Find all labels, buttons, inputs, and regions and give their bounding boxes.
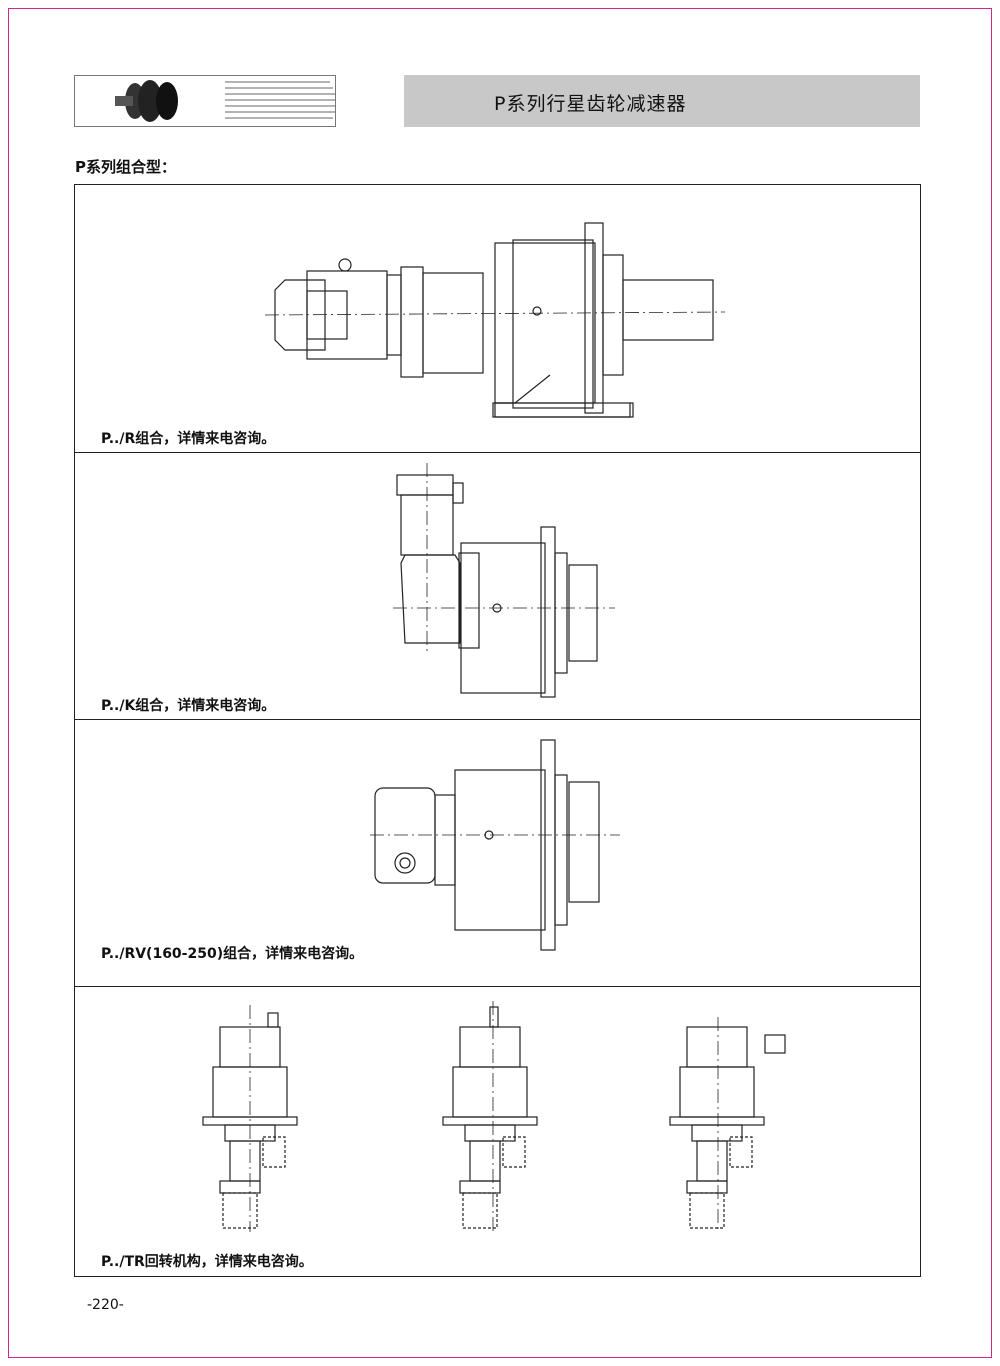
panel-caption: P../K组合，详情来电咨询。 <box>101 698 276 714</box>
panel-caption: P../TR回转机构，详情来电咨询。 <box>101 1254 313 1270</box>
panel-p-rv: P../RV(160-250)组合，详情来电咨询。 <box>75 720 920 987</box>
p-tr-drawing <box>202 1001 786 1232</box>
section-title: P系列组合型： <box>75 158 176 176</box>
planetary-gearbox-photo-icon <box>115 80 335 122</box>
panel-p-tr: P../TR回转机构，详情来电咨询。 <box>75 987 920 1276</box>
header-band <box>404 75 920 127</box>
p-k-drawing <box>393 463 615 698</box>
panel-caption: P../R组合，详情来电咨询。 <box>101 431 276 447</box>
page-header: P系列行星齿轮减速器 <box>74 75 920 127</box>
panel-p-k: P../K组合，详情来电咨询。 <box>75 453 920 720</box>
header-logo-panel <box>74 75 336 127</box>
panel-p-r: P../R组合，详情来电咨询。 <box>75 185 920 453</box>
page-title: P系列行星齿轮减速器 <box>494 93 687 115</box>
p-rv-drawing <box>370 739 620 951</box>
combination-table: P../R组合，详情来电咨询。 P../K组合，详情来电咨询。 <box>74 184 921 1277</box>
page-border <box>8 8 992 1358</box>
panel-caption: P../RV(160-250)组合，详情来电咨询。 <box>101 946 364 962</box>
p-r-drawing <box>264 222 726 418</box>
page-number: -220- <box>87 1297 124 1313</box>
